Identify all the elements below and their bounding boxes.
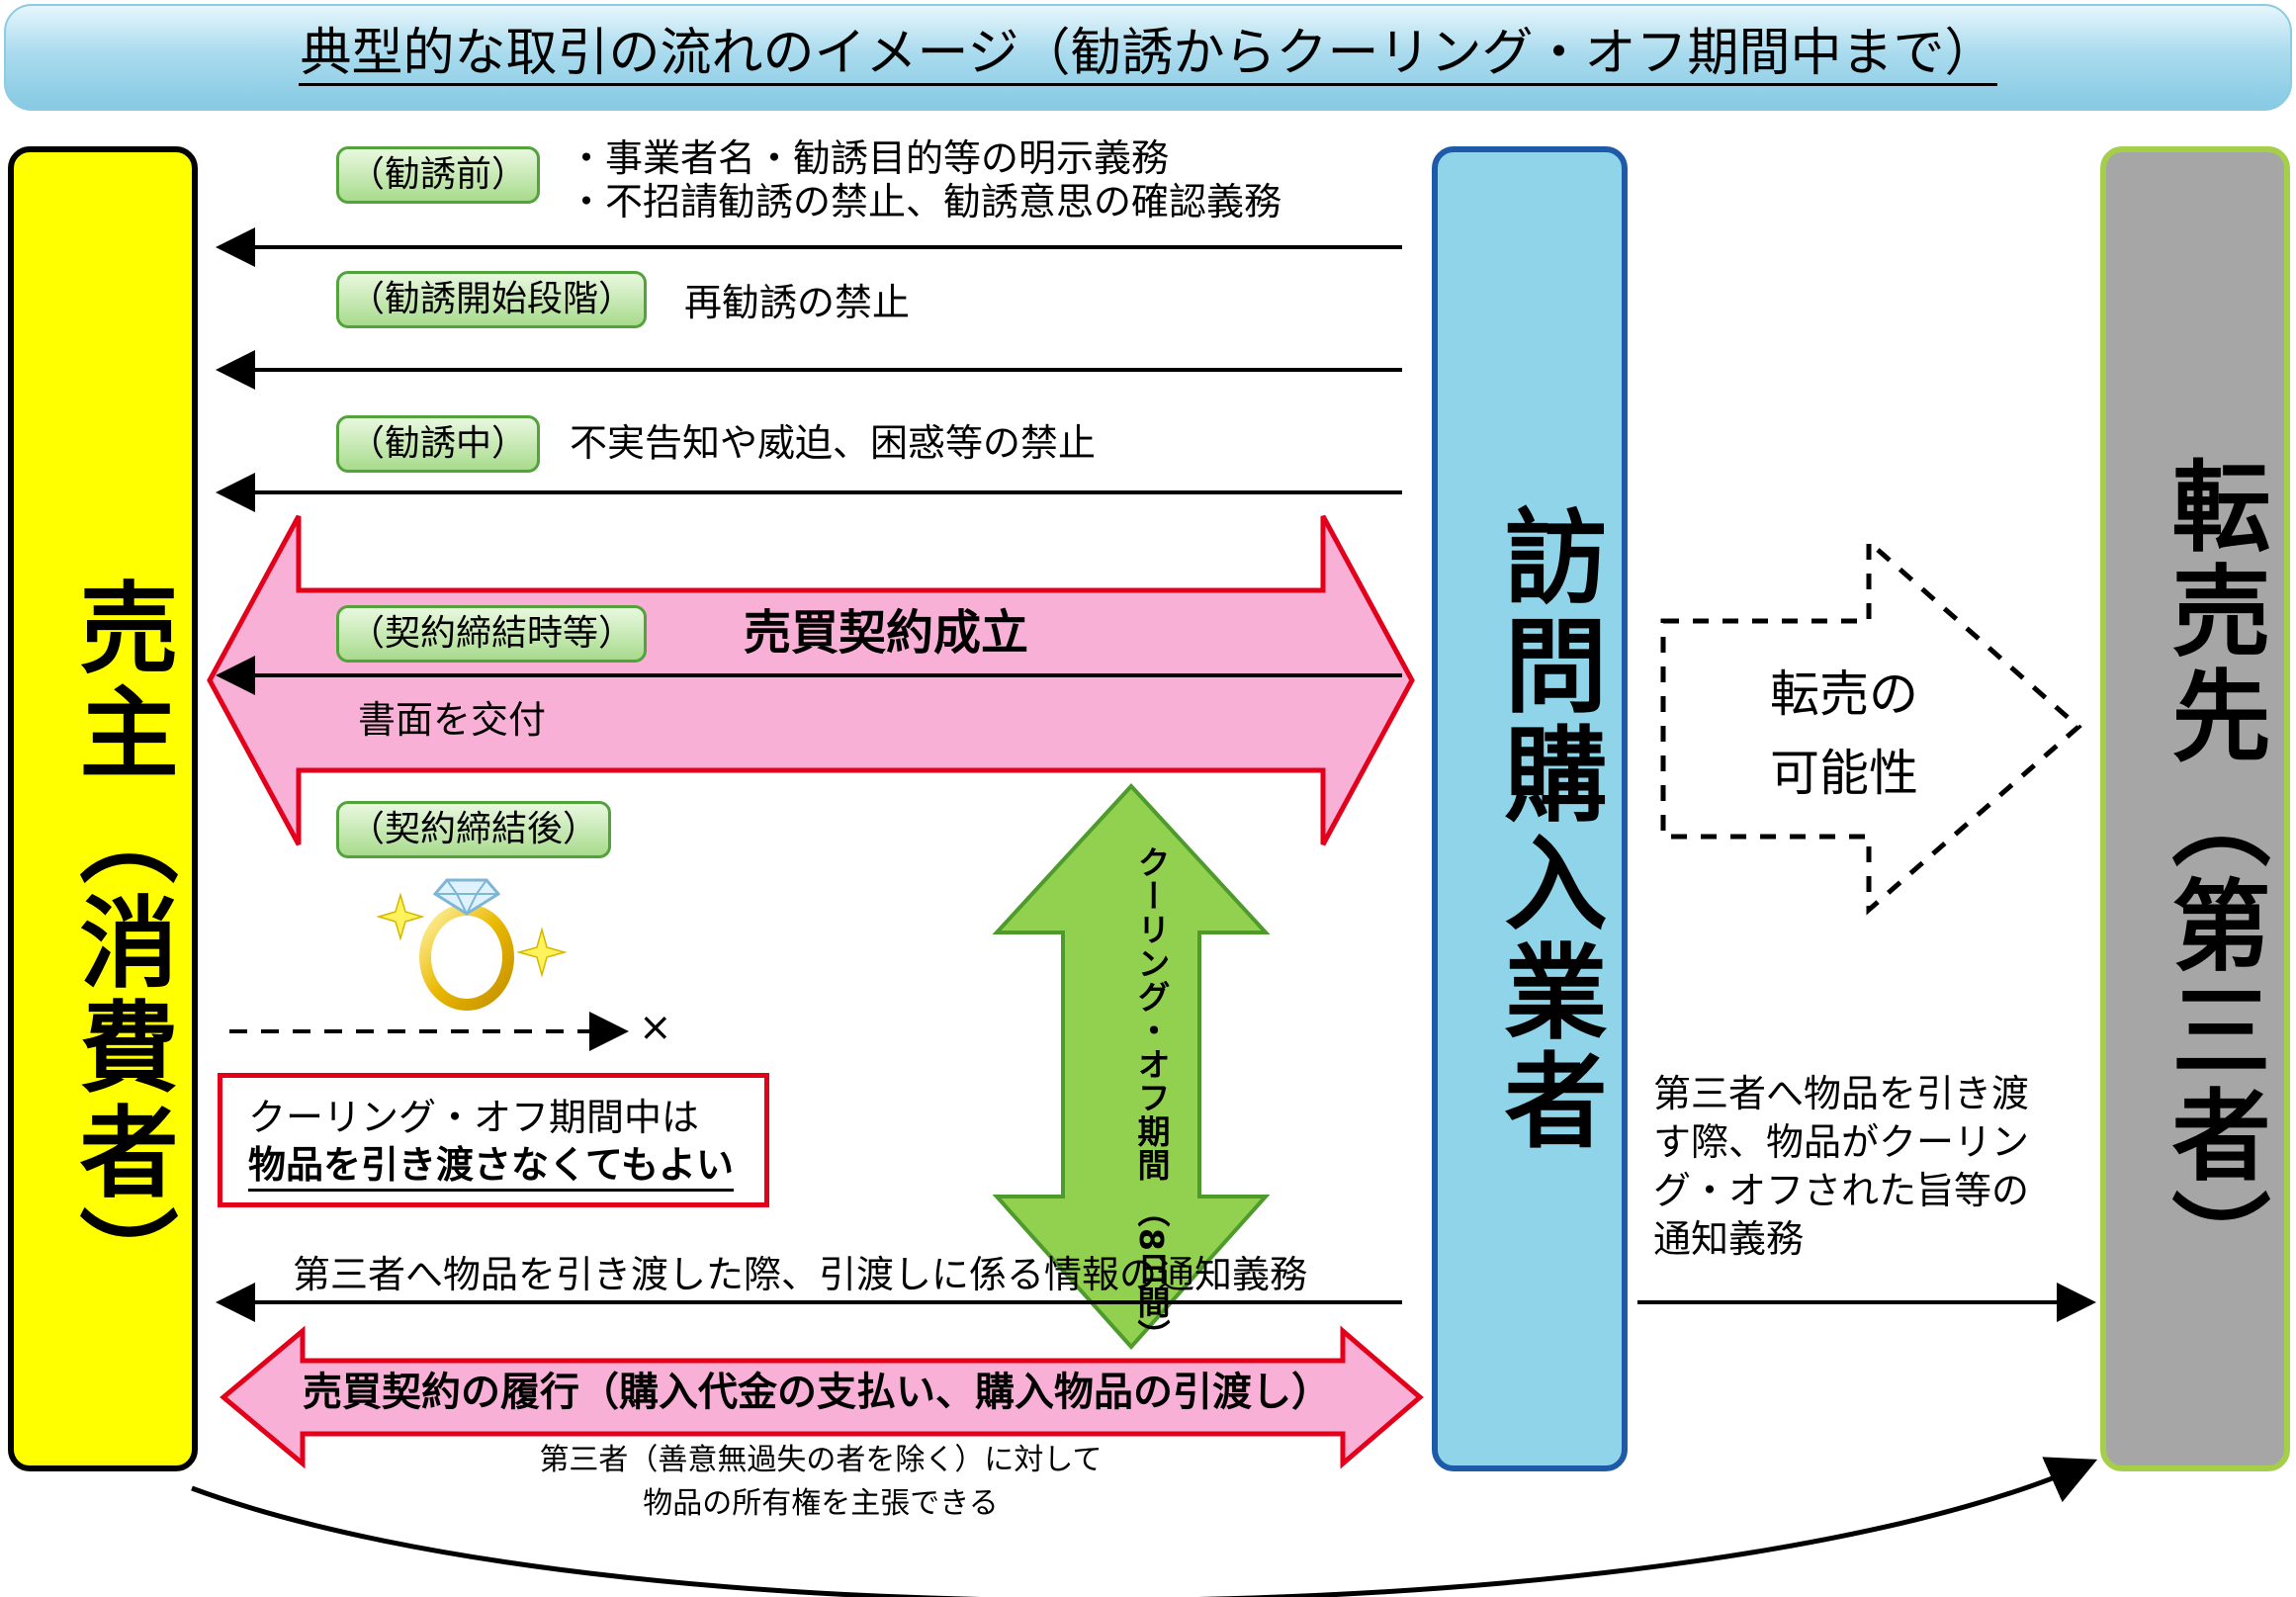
seller-column: 売主（消費者） xyxy=(8,146,198,1471)
before-line-1: ・事業者名・勧誘目的等の明示義務 xyxy=(568,136,1170,180)
third-party-column: 転売先（第三者） xyxy=(2100,146,2290,1471)
buyer-column: 訪問購入業者 xyxy=(1432,146,1628,1471)
ring-icon xyxy=(376,878,568,1011)
resale-line-2: 可能性 xyxy=(1770,745,1918,802)
cooling-off-label: クーリング・オフ期間 （8日間） xyxy=(1100,845,1171,1352)
buyer-label: 訪問購入業者 xyxy=(1486,503,1607,1156)
tag-during-solicitation: （勧誘中） xyxy=(336,415,541,473)
before-line-2: ・不招請勧誘の禁止、勧誘意思の確認義務 xyxy=(568,180,1282,223)
note-line-2: 物品を引き渡さなくてもよい xyxy=(248,1141,734,1192)
during-text: 不実告知や威迫、困惑等の禁止 xyxy=(570,421,1097,465)
start-text: 再勧誘の禁止 xyxy=(684,281,911,324)
resale-possibility: 転売の 可能性 xyxy=(1681,655,2007,813)
ownership-line-2: 物品の所有権を主張できる xyxy=(643,1486,999,1521)
cooling-off-arrow xyxy=(992,783,1271,1350)
seller-notice-text: 第三者へ物品を引き渡した際、引渡しに係る情報の通知義務 xyxy=(293,1253,1308,1296)
contract-headline: 売買契約成立 xyxy=(744,605,1029,661)
third-notice-line-2: す際、物品がクーリン xyxy=(1653,1120,2030,1164)
cooling-off-line-1: クーリング・オフ期間 xyxy=(1132,845,1171,1182)
third-notice-line-4: 通知義務 xyxy=(1653,1217,1805,1261)
resale-line-1: 転売の xyxy=(1770,665,1918,723)
tag-solicitation-start: （勧誘開始段階） xyxy=(336,271,648,328)
contract-double-arrow xyxy=(207,514,1415,846)
seller-label: 売主（消費者） xyxy=(62,577,178,1310)
tag-contract-time: （契約締結時等） xyxy=(336,605,648,663)
blocked-x-mark: × xyxy=(639,1005,672,1050)
third-notice-line-3: グ・オフされた旨等の xyxy=(1653,1169,2030,1212)
performance-double-arrow xyxy=(220,1325,1424,1469)
document-text: 書面を交付 xyxy=(358,698,547,742)
ownership-curve-arrow xyxy=(191,1457,2098,1597)
cooling-off-note: クーリング・オフ期間中は 物品を引き渡さなくてもよい xyxy=(218,1073,769,1207)
title-bar xyxy=(4,4,2292,111)
tag-after-contract: （契約締結後） xyxy=(336,801,612,858)
tag-before-solicitation: （勧誘前） xyxy=(336,146,541,204)
third-party-notice: 第三者へ物品を引き渡 す際、物品がクーリン グ・オフされた旨等の 通知義務 xyxy=(1653,1070,2088,1264)
ownership-line-1: 第三者（善意無過失の者を除く）に対して xyxy=(539,1443,1103,1477)
diagram-title: 典型的な取引の流れのイメージ（勧誘からクーリング・オフ期間中まで） xyxy=(0,22,2296,86)
resale-arrow xyxy=(1660,536,2082,916)
third-notice-line-1: 第三者へ物品を引き渡 xyxy=(1653,1072,2030,1115)
cooling-off-line-2: （8日間） xyxy=(1132,1194,1171,1353)
performance-text: 売買契約の履行（購入代金の支払い、購入物品の引渡し） xyxy=(303,1370,1331,1415)
third-party-label: 転売先（第三者） xyxy=(2155,455,2270,1293)
note-line-1: クーリング・オフ期間中は xyxy=(248,1096,700,1139)
